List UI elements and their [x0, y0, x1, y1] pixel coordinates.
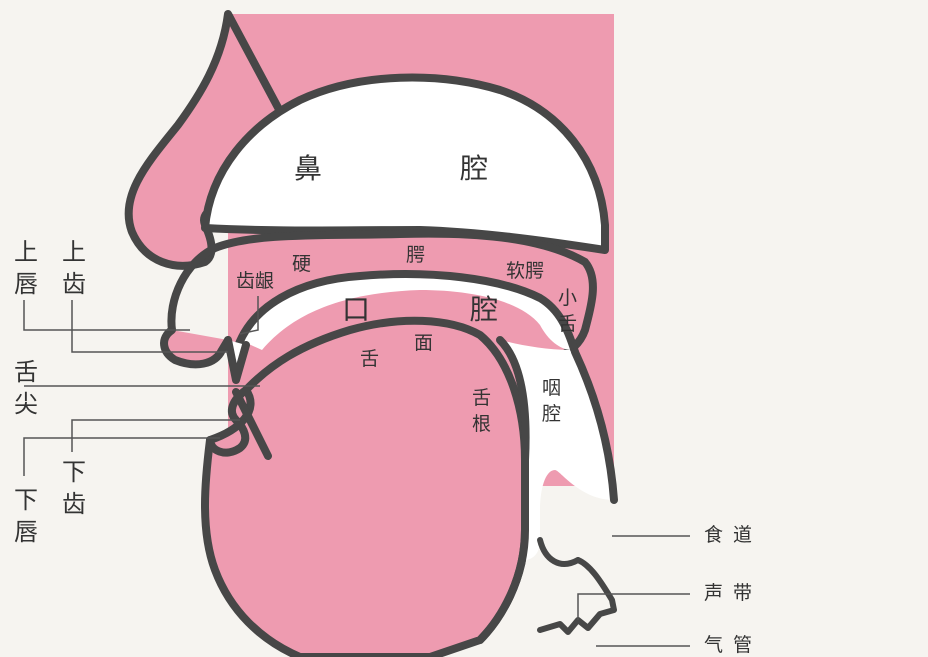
label-lower-lip: 下唇 — [14, 484, 36, 549]
label-soft-palate: 软腭 — [506, 262, 544, 281]
label-pharynx: 咽腔 — [542, 376, 564, 427]
label-vocal-cords: 声带 — [704, 584, 762, 603]
label-tongue-surface-2: 面 — [414, 334, 433, 353]
label-tongue-root: 舌根 — [472, 386, 494, 437]
label-tongue-tip: 舌尖 — [14, 356, 36, 421]
label-nasal-cavity-2: 腔 — [460, 155, 488, 183]
label-alveolar-ridge: 齿龈 — [236, 272, 274, 291]
label-oral-cavity-2: 腔 — [470, 296, 498, 324]
label-esophagus: 食道 — [704, 526, 762, 545]
label-lower-teeth: 下齿 — [62, 456, 84, 521]
label-hard-palate-2: 腭 — [406, 246, 425, 265]
leader-lower-lip — [24, 438, 220, 476]
label-upper-teeth: 上齿 — [62, 236, 84, 301]
label-uvula: 小舌 — [558, 286, 580, 337]
label-upper-lip: 上唇 — [14, 236, 36, 301]
leader-upper-lip — [24, 300, 190, 330]
label-nasal-cavity-1: 鼻 — [294, 155, 322, 183]
label-tongue-surface-1: 舌 — [360, 350, 379, 369]
label-oral-cavity-1: 口 — [342, 296, 370, 324]
upper-lip — [164, 330, 228, 364]
label-hard-palate-1: 硬 — [292, 255, 311, 274]
label-trachea: 气管 — [704, 636, 762, 655]
